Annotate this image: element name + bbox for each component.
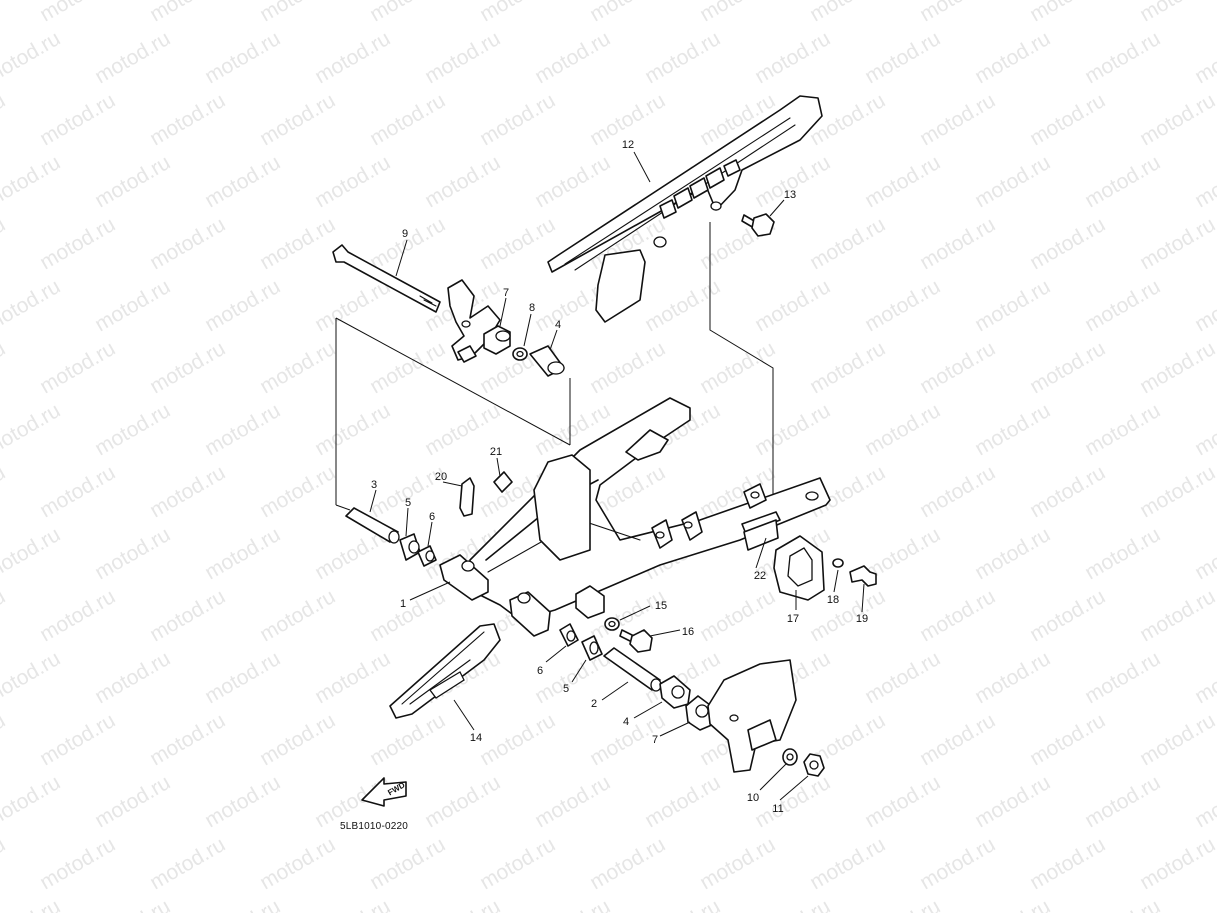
bolt-13: [741, 213, 775, 237]
washer-10: [782, 748, 798, 766]
callout-16: 16: [682, 626, 694, 638]
fwd-arrow-icon: FWD: [361, 777, 407, 807]
pivot-shaft: [332, 244, 441, 313]
callout-6-left: 6: [429, 511, 435, 523]
left-bushing-set: [345, 507, 437, 567]
callout-18: 18: [827, 594, 839, 606]
callout-leaders: [369, 151, 865, 801]
callout-13: 13: [784, 189, 796, 201]
callout-20: 20: [435, 471, 447, 483]
bolt-16: [619, 629, 653, 653]
callout-numbers: 9 12 13 7 8 4 21 20 3 5 6 1 15 16 6 5 2 …: [371, 139, 868, 815]
callout-6-lower: 6: [537, 665, 543, 677]
callout-2: 2: [591, 698, 597, 710]
callout-15: 15: [655, 600, 667, 612]
diagram-code: 5LB1010-0220: [340, 821, 408, 832]
callout-4-upper: 4: [555, 319, 561, 331]
callout-1: 1: [400, 598, 406, 610]
swingarm: [439, 397, 831, 637]
label-22: [743, 519, 779, 551]
callout-17: 17: [787, 613, 799, 625]
callout-19: 19: [856, 613, 868, 625]
callout-10: 10: [747, 792, 759, 804]
callout-8: 8: [529, 302, 535, 314]
label-21: [493, 471, 513, 493]
chain-guide-bracket: [773, 535, 825, 601]
washer-18: [832, 558, 844, 568]
assembly-lines: [335, 222, 774, 511]
callout-12: 12: [622, 139, 634, 151]
nut-11: [803, 753, 825, 777]
callout-11: 11: [772, 803, 783, 815]
chain-case: [547, 95, 823, 323]
lower-bushing-set: [559, 623, 715, 731]
callout-7-upper: 7: [503, 287, 509, 299]
callout-4-lower: 4: [623, 716, 629, 728]
callout-22: 22: [754, 570, 766, 582]
callout-5-left: 5: [405, 497, 411, 509]
grease-nipple: [459, 477, 475, 517]
bolt-19: [849, 565, 877, 587]
callout-3: 3: [371, 479, 377, 491]
upper-bushing-set: [483, 325, 565, 377]
callout-5-lower: 5: [563, 683, 569, 695]
chain-guide: [389, 623, 501, 719]
callout-7-lower: 7: [652, 734, 658, 746]
washer-15: [604, 617, 620, 631]
frame-bracket-lower: [707, 659, 797, 773]
callout-14: 14: [470, 732, 482, 744]
callout-21: 21: [490, 446, 502, 458]
callout-9: 9: [402, 228, 408, 240]
